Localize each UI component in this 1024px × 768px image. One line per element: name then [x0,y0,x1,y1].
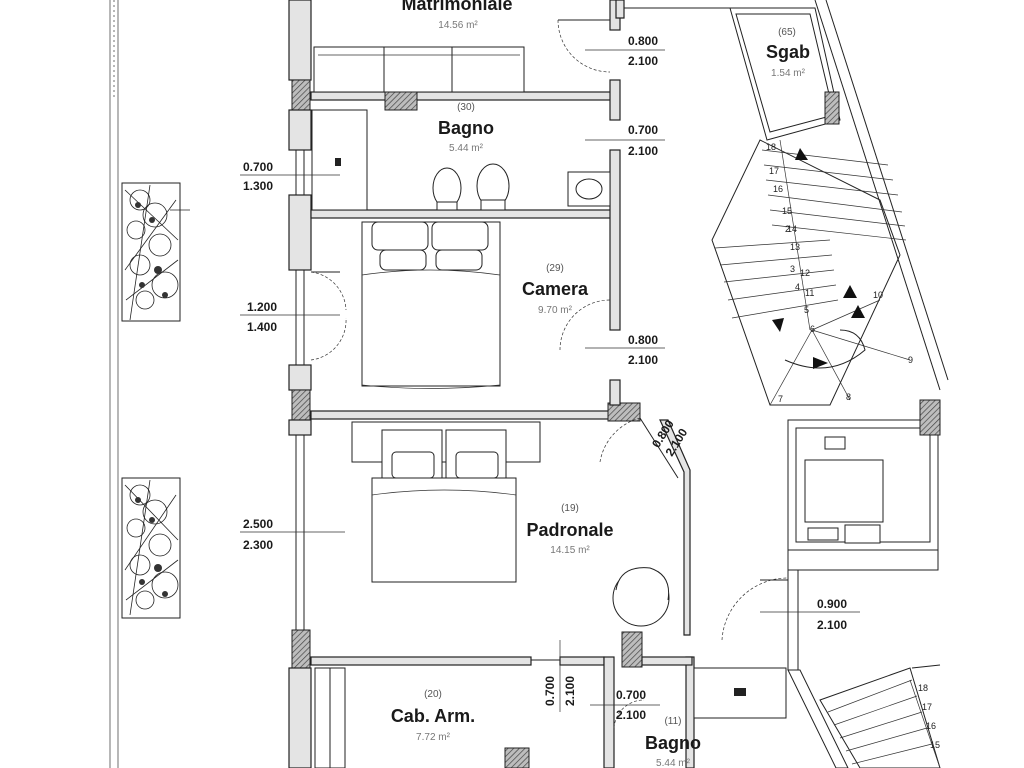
svg-text:12: 12 [800,268,810,278]
cab-arm-shelves [314,667,530,768]
doors [310,19,789,729]
interior-walls [310,0,949,768]
staircase-lower: 18 17 16 15 [819,664,941,768]
dim-door-cab-arm: 0.700 2.100 [543,665,577,712]
dim-window-padronale: 2.500 2.300 [240,517,345,552]
svg-text:15: 15 [782,206,792,216]
svg-text:0.700: 0.700 [543,676,557,706]
svg-text:17: 17 [769,166,779,176]
svg-text:1.200: 1.200 [247,300,277,314]
svg-text:(65): (65) [778,27,796,38]
svg-text:6: 6 [810,324,815,334]
svg-text:8: 8 [846,392,851,402]
svg-text:11: 11 [805,288,814,298]
bagno-bottom-fixtures [693,667,787,719]
svg-text:9.70 m²: 9.70 m² [538,305,573,316]
svg-text:(29): (29) [546,263,564,274]
svg-text:2.100: 2.100 [628,54,658,68]
svg-text:(11): (11) [664,716,681,727]
svg-text:17: 17 [922,702,932,712]
dim-window-bagno-top: 0.700 1.300 [240,160,340,193]
svg-text:0.900: 0.900 [817,597,847,611]
room-label-bagno-bottom: (11) Bagno 5.44 m² [645,716,701,768]
svg-text:0.700: 0.700 [628,123,658,137]
balcony-railing [109,0,119,768]
svg-text:5.44 m²: 5.44 m² [656,758,691,768]
wardrobe-matrimoniale [313,46,525,93]
staircase-upper [711,139,911,406]
planter-top [121,182,190,322]
svg-text:13: 13 [790,242,800,252]
room-label-matrimoniale: Matrimoniale 14.56 m² [401,0,512,31]
staircase-upper-numbers: 18 17 16 15 14 13 12 11 10 5 4 3 2 6 7 8… [766,142,913,404]
dim-door-corridor: 0.900 2.100 [760,597,860,632]
svg-text:2.100: 2.100 [817,618,847,632]
svg-text:2.500: 2.500 [243,517,273,531]
svg-text:2.100: 2.100 [628,353,658,367]
svg-text:2: 2 [785,224,790,234]
svg-text:3: 3 [790,264,795,274]
svg-text:4: 4 [795,282,800,292]
dim-door-bagno-bottom: 0.700 2.100 [590,688,660,722]
svg-text:5.44 m²: 5.44 m² [449,143,484,154]
planter-bottom [121,477,181,619]
svg-text:Matrimoniale: Matrimoniale [401,0,512,14]
dim-door-matrimoniale: 0.800 2.100 [585,34,665,68]
svg-text:Padronale: Padronale [526,520,613,540]
svg-text:0.700: 0.700 [243,160,273,174]
svg-text:Bagno: Bagno [645,733,701,753]
room-label-sgab: (65) Sgab 1.54 m² [766,27,810,79]
svg-text:Sgab: Sgab [766,42,810,62]
svg-text:2.100: 2.100 [616,708,646,722]
room-label-bagno-top: (30) Bagno 5.44 m² [438,102,494,154]
svg-text:14: 14 [787,224,797,234]
svg-text:0.700: 0.700 [616,688,646,702]
svg-text:14.56 m²: 14.56 m² [438,20,478,31]
svg-text:(19): (19) [561,503,579,514]
bed-padronale [351,421,541,583]
room-label-camera: (29) Camera 9.70 m² [522,263,589,316]
dim-door-camera: 0.800 2.100 [585,333,665,367]
svg-text:18: 18 [918,683,928,693]
svg-text:16: 16 [773,184,783,194]
svg-text:5: 5 [804,305,809,315]
svg-text:1.300: 1.300 [243,179,273,193]
svg-text:2.300: 2.300 [243,538,273,552]
svg-text:Camera: Camera [522,279,589,299]
room-label-cab-arm: (20) Cab. Arm. 7.72 m² [391,689,475,743]
svg-text:2.100: 2.100 [628,144,658,158]
dim-window-camera: 1.200 1.400 [240,300,340,334]
svg-text:0.800: 0.800 [628,34,658,48]
dim-door-bagno-top: 0.700 2.100 [585,123,665,158]
svg-text:15: 15 [930,740,940,750]
svg-text:1.54 m²: 1.54 m² [771,68,806,79]
svg-text:2.100: 2.100 [563,676,577,706]
landing-furniture [804,436,884,544]
svg-text:1.400: 1.400 [247,320,277,334]
svg-text:10: 10 [873,290,883,300]
svg-text:0.800: 0.800 [628,333,658,347]
bed-camera [361,221,501,389]
svg-text:7: 7 [778,394,783,404]
exterior-wall-west [288,0,312,768]
bagno-top-fixtures [311,109,611,211]
svg-text:9: 9 [908,355,913,365]
svg-text:(30): (30) [457,102,475,113]
armchair [612,567,670,627]
svg-text:7.72 m²: 7.72 m² [416,732,451,743]
svg-text:(20): (20) [424,689,442,700]
svg-text:18: 18 [766,142,776,152]
svg-text:Cab. Arm.: Cab. Arm. [391,706,475,726]
svg-text:16: 16 [926,721,936,731]
svg-text:Bagno: Bagno [438,118,494,138]
room-label-padronale: (19) Padronale 14.15 m² [526,503,613,556]
svg-text:14.15 m²: 14.15 m² [550,545,590,556]
